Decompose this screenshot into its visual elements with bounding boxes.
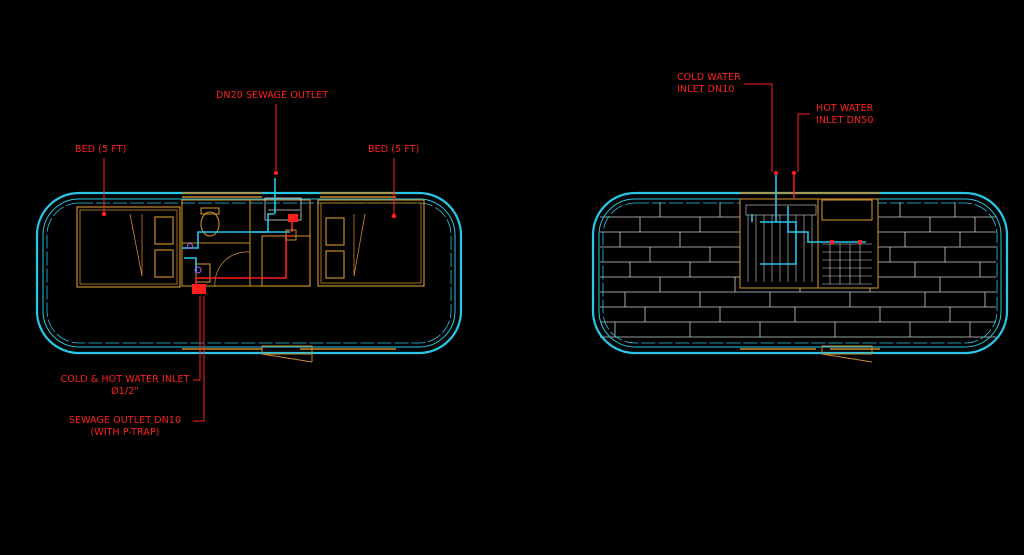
label-hot-water-inlet-line1: HOT WATER xyxy=(816,103,874,114)
right-leader-lines xyxy=(744,83,810,172)
label-water-inlet-line1: COLD & HOT WATER INLET xyxy=(60,374,190,385)
label-sewage-ptrap: SEWAGE OUTLET DN10 (WITH P-TRAP) xyxy=(62,415,188,439)
label-bed-right: BED (5 FT) xyxy=(368,144,420,155)
label-cold-water-inlet: COLD WATER INLET DN10 xyxy=(677,72,741,96)
left-bathroom xyxy=(181,199,311,287)
left-bed xyxy=(76,206,181,288)
left-leader-lines xyxy=(101,104,397,422)
label-cold-water-inlet-line1: COLD WATER xyxy=(677,72,741,83)
label-bed-left: BED (5 FT) xyxy=(75,144,127,155)
right-cold-water-pipes xyxy=(751,172,866,265)
toilet xyxy=(200,211,220,237)
left-entry-door xyxy=(261,345,313,363)
right-floor-plan xyxy=(591,83,1009,363)
right-bed xyxy=(317,199,425,287)
floor-planks xyxy=(600,202,996,338)
label-hot-water-inlet: HOT WATER INLET DN50 xyxy=(816,103,874,127)
label-sewage-ptrap-line1: SEWAGE OUTLET DN10 xyxy=(68,415,182,426)
label-dn20-sewage-outlet: DN20 SEWAGE OUTLET xyxy=(216,90,329,101)
right-entry-door xyxy=(821,345,873,363)
left-sewage-fittings xyxy=(187,171,298,294)
label-sewage-ptrap-line2: (WITH P-TRAP) xyxy=(90,427,160,438)
label-water-inlet: COLD & HOT WATER INLET Ø1/2" xyxy=(58,374,192,398)
label-hot-water-inlet-line2: INLET DN50 xyxy=(816,115,874,126)
label-cold-water-inlet-line2: INLET DN10 xyxy=(677,84,735,95)
label-water-inlet-line2: Ø1/2" xyxy=(111,386,139,397)
right-bathroom xyxy=(739,198,879,289)
left-floor-plan xyxy=(35,104,463,422)
